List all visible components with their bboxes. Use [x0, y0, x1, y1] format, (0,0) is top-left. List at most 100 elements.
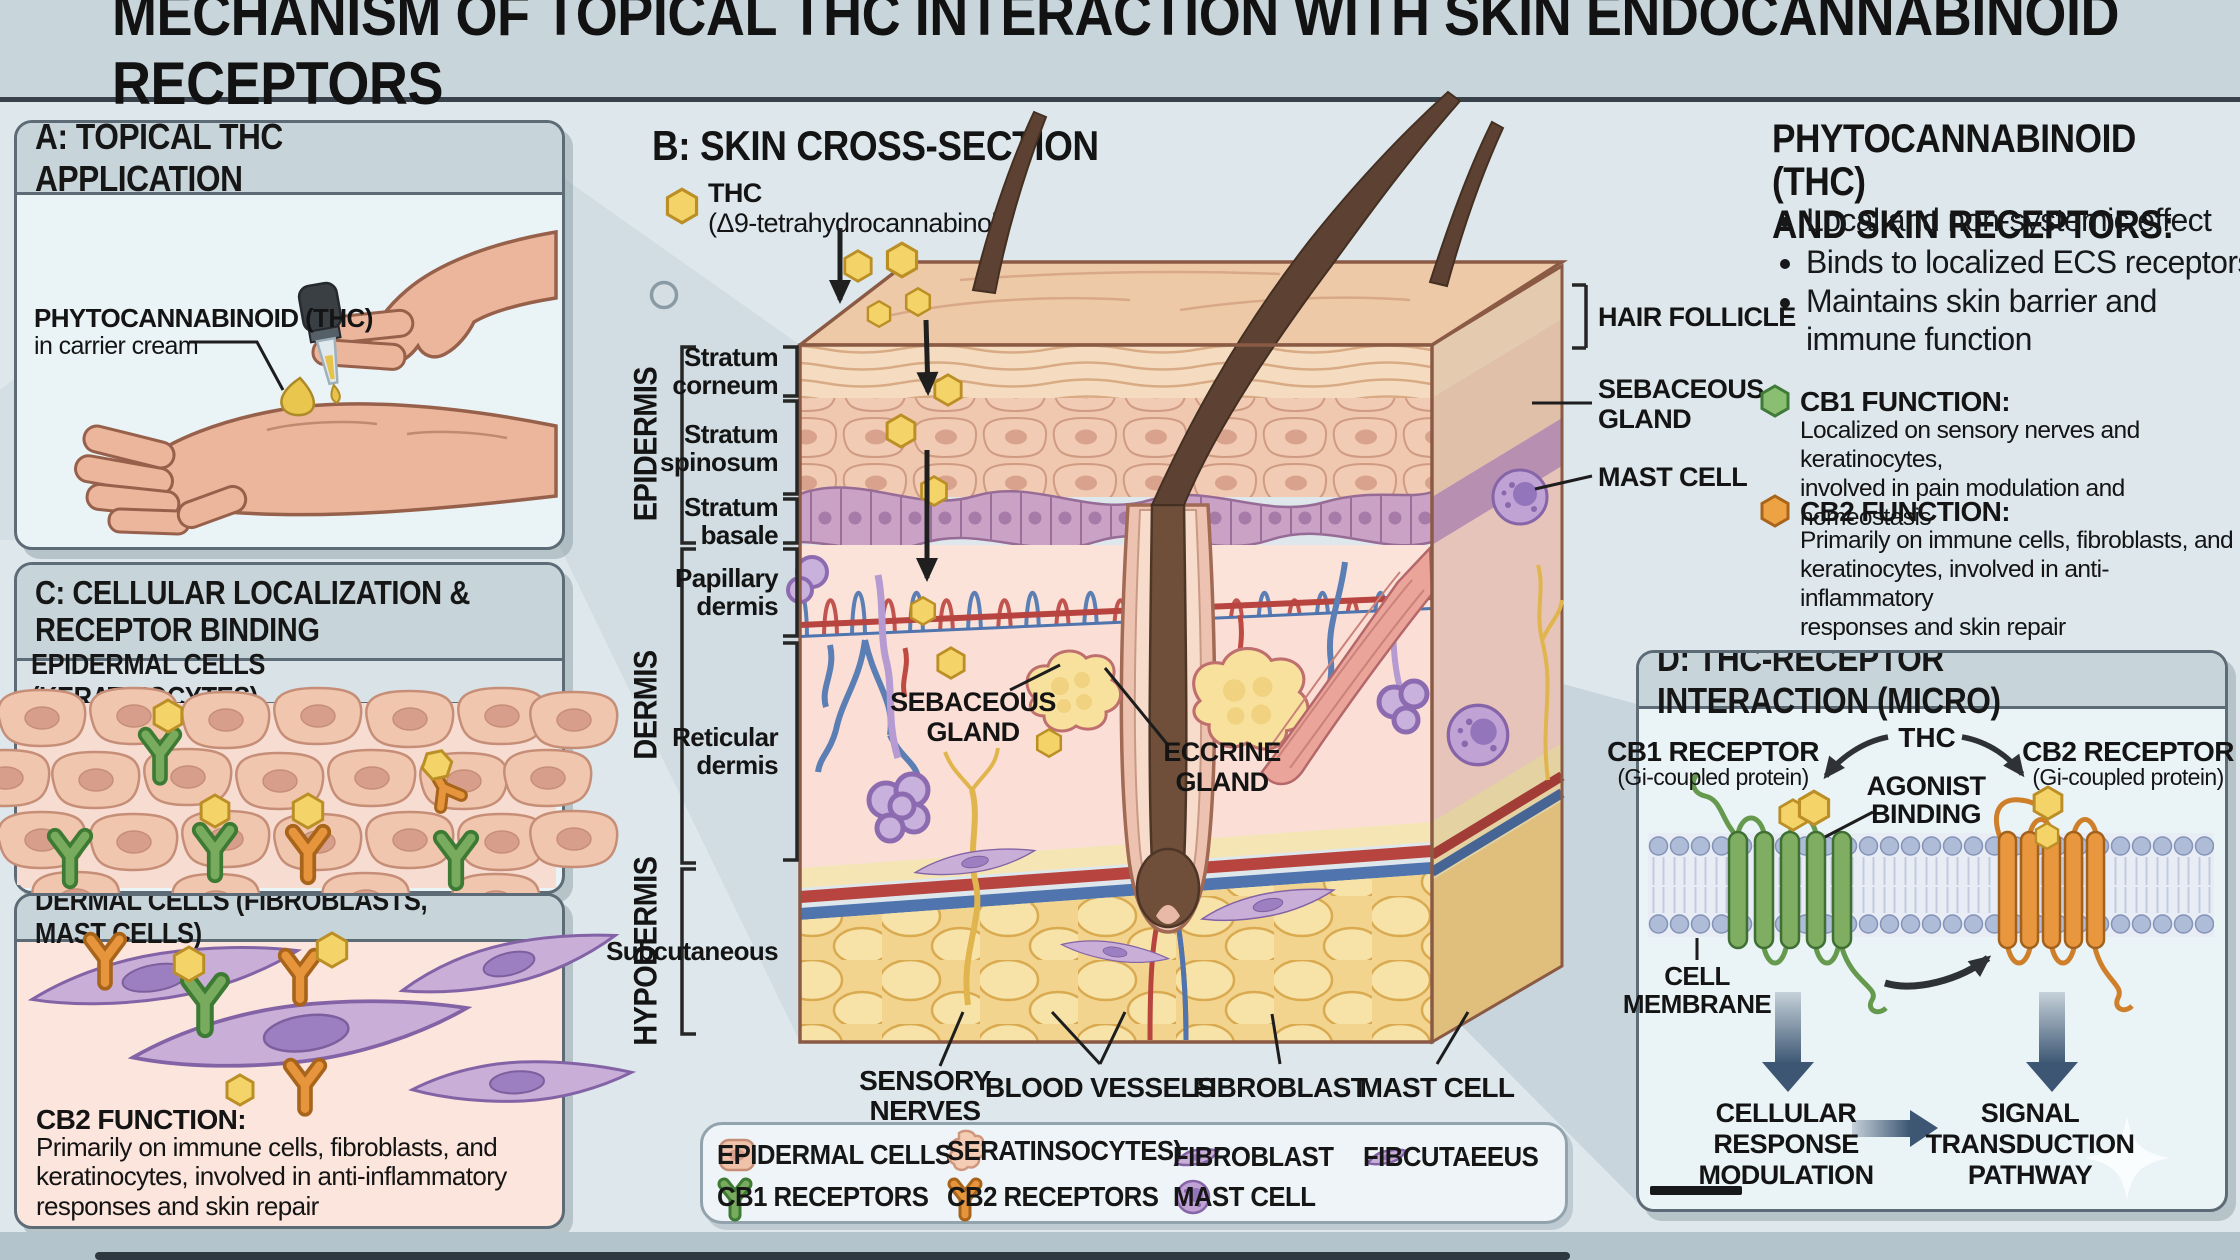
legend-ring [649, 280, 679, 310]
legend-fibroblast: FIBROBLAST [1173, 1141, 1334, 1172]
scale-bar [1650, 1186, 1742, 1195]
panel-d-title: D: THC-RECEPTOR INTERACTION (MICRO) [1657, 650, 2001, 721]
cell-membrane-label: CELL MEMBRANE [1622, 961, 1772, 1020]
mast-cell-right-label: MAST CELL [1598, 462, 1748, 492]
thc-hexagon [152, 698, 184, 734]
agonist-pointer [1824, 810, 1874, 839]
cb1-receptor-glyph [191, 821, 239, 884]
panel-a: A: TOPICAL THC APPLICATION [14, 120, 565, 550]
crosstalk-arrow [1883, 955, 1992, 990]
cb1-receptor-glyph [137, 726, 183, 786]
info-cb2-title: CB2 FUNCTION: [1800, 496, 2011, 527]
cb2-receptor-label: CB2 RECEPTOR [2022, 736, 2234, 767]
sensory-nerves-label: SENSORY NERVES [859, 1065, 991, 1127]
bullet-skin-barrier: Maintains skin barrier and immune functi… [1806, 283, 2240, 359]
cb2-receptor-glyph [284, 823, 332, 886]
cb2-receptor-icon [947, 1177, 983, 1222]
panel-b-title: B: SKIN CROSS-SECTION [652, 122, 1099, 169]
sebaceous-gland-right [1192, 647, 1310, 751]
bullet-ecs-receptors: Binds to localized ECS receptors [1806, 242, 2240, 284]
cb2-receptor-glyph [82, 931, 128, 991]
cb1-receptor-glyph [46, 827, 94, 890]
epidermis-layers [798, 345, 1434, 551]
agonist-binding-label: AGONIST BINDING [1866, 771, 1986, 830]
mast-cell-bottom-label: MAST CELL [1359, 1072, 1515, 1103]
legend-cb2-receptors: CB2 RECEPTORS [947, 1177, 1177, 1222]
hair-follicle [1119, 503, 1217, 934]
sparkle-watermark [2085, 1116, 2169, 1200]
penetration-arrows [829, 228, 939, 582]
panel-c-cb2-text: Primarily on immune cells, fibroblasts, … [36, 1132, 507, 1221]
info-cb2-text: Primarily on immune cells, fibroblasts, … [1800, 527, 2234, 641]
dropper [297, 281, 343, 404]
stratum-spinosum-label: Stratum spinosum [660, 419, 779, 478]
carrier-cream-label: in carrier cream [34, 332, 199, 360]
legend-keratinocytes: SERATINSOCYTES) [947, 1129, 1202, 1172]
bullet-local-effect: Local and non-systemic effect [1806, 200, 2240, 242]
cb2-receptor-glyph [277, 947, 323, 1007]
legend-mast-cell: MAST CELL [1173, 1179, 1328, 1215]
thc-legend-formula: (Δ9-tetrahydrocannabinol) [708, 208, 1006, 238]
fibroblast-cell [1059, 940, 1171, 964]
receptor-interaction-illustration [1648, 734, 2214, 1200]
cellular-response-label: CELLULAR RESPONSE MODULATION [1698, 1098, 1875, 1190]
cb1-receptor-label: CB1 RECEPTOR [1607, 736, 1819, 767]
info-cb1-text: Localized on sensory nerves and keratino… [1800, 417, 2140, 531]
fibroblast-cell [1199, 888, 1337, 922]
arrector-pili-muscle [1260, 544, 1434, 786]
cb1-hexagon-icon [1760, 384, 1790, 418]
dermal-cells-subtitle: DERMAL CELLS (FIBROBLASTS, MAST CELLS) [35, 893, 428, 950]
bottom-divider [95, 1252, 1570, 1260]
skin-block-side-face [1429, 263, 1565, 1045]
blood-vessels-label: BLOOD VESSELS [984, 1072, 1216, 1103]
panel-a-title: A: TOPICAL THC APPLICATION [35, 120, 283, 199]
info-bullets: Local and non-systemic effect Binds to l… [1772, 200, 2240, 359]
pointer-lines [938, 401, 1593, 1067]
thc-label: THC [1898, 722, 1956, 753]
papillary-dermis-label: Papillary dermis [675, 563, 779, 622]
cb1-receptor-bundle [1690, 772, 1888, 1015]
cb1-subtext: (Gi-coupled protein) [1617, 764, 1809, 790]
cb2-receptor-bundle [1994, 785, 2134, 1013]
keratinocyte-icon [948, 1129, 986, 1172]
subcutaneous-label: Subcutaneous [606, 936, 779, 966]
cb2-subtext: (Gi-coupled protein) [2032, 764, 2224, 790]
cb2-receptor-glyph [282, 1057, 328, 1117]
mast-cell [1491, 468, 1549, 526]
legend-epidermal-cells: EPIDERMAL CELLS [717, 1138, 972, 1172]
outcome-arrows [1762, 992, 2078, 1147]
cb2-hexagon-icon [1760, 494, 1790, 528]
legend-cb1-receptors: CB1 RECEPTORS [717, 1177, 947, 1222]
cb1-receptor-glyph [180, 972, 230, 1039]
cream-drop [280, 376, 316, 417]
info-heading: PHYTOCANNABINOID (THC) AND SKIN RECEPTOR… [1772, 117, 2174, 248]
mast-cell [1446, 703, 1510, 767]
hair-follicle-label: HAIR FOLLICLE [1598, 302, 1796, 332]
panel-c-cb2-title: CB2 FUNCTION: [36, 1104, 247, 1135]
legend-box: EPIDERMAL CELLS SERATINSOCYTES) FIBROBLA… [700, 1122, 1568, 1224]
fibroblast-label: FIBROBLAST [1192, 1072, 1368, 1103]
phytocannabinoid-label: PHYTOCANNABINOID (THC) [34, 303, 373, 333]
legend-fibcutaeeus: FIBCUTAEEUS [1363, 1141, 1539, 1172]
thc-binding-arrows [1823, 734, 2025, 780]
signal-transduction-label: SIGNAL TRANSDUCTION PATHWAY [1925, 1098, 2135, 1190]
topical-application-illustration [74, 229, 558, 536]
cb1-receptor-icon [717, 1177, 753, 1222]
panel-c-title: C: CELLULAR LOCALIZATION & RECEPTOR BIND… [35, 573, 470, 648]
layer-brackets [680, 283, 1588, 1036]
fibroblast-icon [1173, 1148, 1221, 1167]
reticular-dermis-label: Reticular dermis [672, 722, 778, 781]
epidermal-cell-icon [718, 1138, 756, 1172]
stratum-corneum-label: Stratum corneum [672, 342, 778, 401]
sebaceous-gland-inner-label: SEBACEOUS GLAND [890, 687, 1056, 747]
hair-shafts [971, 90, 1505, 506]
eccrine-gland-label: ECCRINE GLAND [1163, 737, 1281, 797]
mast-cell-icon [1175, 1179, 1211, 1215]
fibroblast2-icon [1365, 1148, 1408, 1166]
fibroblasts-illustration [27, 931, 637, 1117]
thc-legend-name: THC [708, 178, 762, 208]
sebaceous-gland-right-label: SEBACEOUS GLAND [1598, 374, 1764, 434]
stratum-basale-label: Stratum basale [683, 492, 779, 551]
info-cb1-title: CB1 FUNCTION: [1800, 386, 2011, 417]
